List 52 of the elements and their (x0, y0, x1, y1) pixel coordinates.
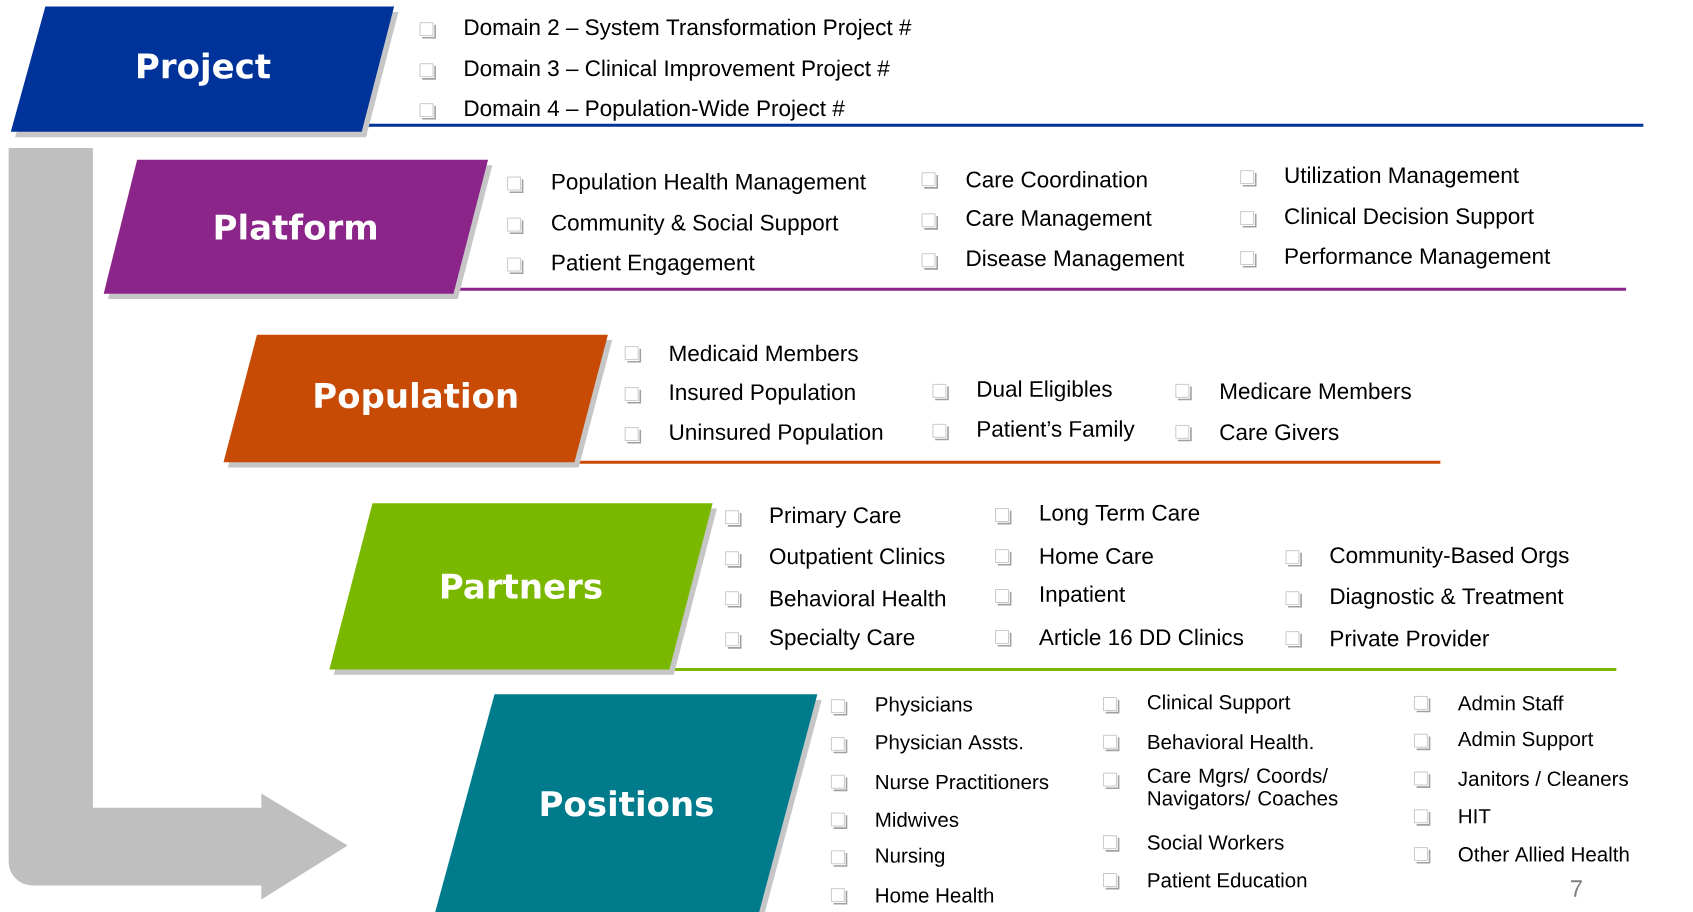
list-item: Janitors / Cleaners (1458, 770, 1628, 786)
list-item: Diagnostic & Treatment (1331, 587, 1564, 609)
list-item: Physicians (876, 696, 972, 716)
list-item: Patient Engagement (552, 253, 755, 275)
list-item: HIT (1459, 809, 1491, 824)
list-item: Social Workers (1147, 834, 1284, 850)
list-item: Patient’s Family (978, 420, 1135, 442)
list-item: Article 16 DD Clinics (1038, 628, 1244, 646)
list-item: Nursing (876, 847, 945, 867)
list-item: Community-Based Orgs (1330, 546, 1569, 568)
list-item: Long Term Care (1040, 504, 1200, 526)
list-item: Uninsured Population (670, 423, 883, 445)
parallelogram-banner: Population (223, 334, 613, 468)
parallelogram-banner: Platform (103, 159, 493, 299)
page-number: 7 (1570, 880, 1582, 897)
list-item: Patient Education (1148, 872, 1307, 888)
list-item: Utilization Management (1285, 166, 1519, 188)
list-item: Home Care (1040, 547, 1153, 564)
list-item: Specialty Care (770, 628, 915, 650)
list-item: Domain 3 – Clinical Improvement Project # (465, 59, 890, 81)
list-item: Behavioral Health (770, 589, 946, 607)
list-item: Outpatient Clinics (770, 547, 945, 569)
list-item: Midwives (876, 811, 959, 827)
list-item: Community & Social Support (552, 213, 839, 235)
list-item: Population Health Management (552, 172, 866, 194)
parallelogram-banner: Positions (435, 694, 822, 912)
list-item: Physician Assts. (876, 734, 1023, 754)
list-item: Private Provider (1331, 629, 1489, 647)
list-item: Home Health (876, 887, 994, 903)
list-item: Admin Support (1457, 730, 1594, 751)
list-item: Clinical Support (1147, 694, 1291, 714)
list-item: Domain 2 – System Transformation Project # (465, 18, 912, 40)
list-item: Clinical Decision Support (1285, 207, 1534, 229)
list-item: Admin Staff (1457, 695, 1564, 711)
list-item: Other Allied Health (1458, 846, 1629, 862)
list-item: Nurse Practitioners (876, 774, 1049, 790)
list-item: Care Coordination (966, 170, 1147, 188)
list-item: Care Givers (1220, 423, 1339, 440)
list-item: Dual Eligibles (978, 380, 1112, 402)
list-item: Performance Management (1285, 247, 1551, 269)
list-item: Primary Care (770, 506, 901, 528)
list-item: Medicare Members (1221, 382, 1411, 399)
parallelogram-banner: Project (10, 6, 399, 137)
list-item: Inpatient (1040, 585, 1126, 607)
list-item: Medicaid Members (670, 344, 858, 362)
list-item: Domain 4 – Population-Wide Project # (465, 99, 845, 121)
list-item: Insured Population (670, 383, 855, 405)
list-item: Disease Management (967, 249, 1185, 271)
list-item: Care Mgrs/ Coords/ Navigators/ Coaches (1147, 767, 1338, 810)
list-item: Care Management (966, 209, 1152, 231)
list-item: Behavioral Health. (1148, 734, 1313, 750)
parallelogram-banner: Partners (329, 503, 717, 675)
